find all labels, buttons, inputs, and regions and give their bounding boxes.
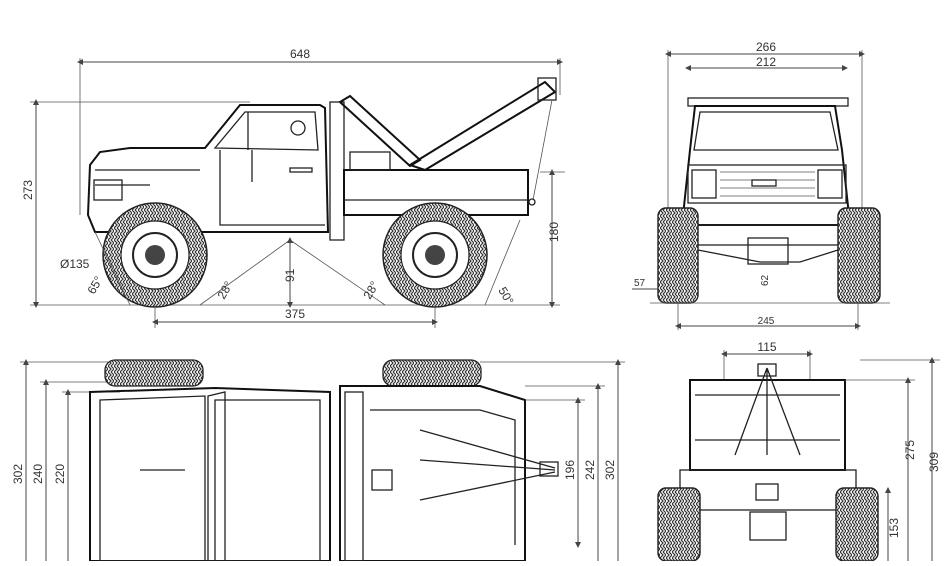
tow-cable — [532, 99, 553, 201]
top-flatbed — [339, 385, 526, 562]
approach-angle-label: 65° — [84, 274, 105, 297]
body-width-label: 212 — [756, 55, 776, 69]
rear-hitch — [755, 483, 779, 501]
diff-clearance-label: 62 — [760, 274, 771, 286]
top-front-tire — [104, 359, 204, 387]
side-view: 648 273 180 — [21, 47, 565, 328]
top-width-outer-label: 240 — [31, 464, 45, 484]
top-cab-roof — [214, 399, 321, 562]
departure-line — [484, 219, 521, 306]
breakover-line-rear — [289, 239, 386, 306]
bed-width-label: 242 — [583, 460, 597, 480]
axle-clearance-label: 57 — [634, 278, 646, 289]
boom-support — [338, 94, 422, 168]
bed-box — [349, 151, 391, 171]
breakover-line-front — [199, 239, 291, 306]
front-top-rack — [687, 97, 849, 107]
height-label: 273 — [21, 180, 35, 200]
top-width-inner-label: 220 — [53, 464, 67, 484]
windshield — [693, 111, 839, 151]
grille-frame — [687, 164, 847, 204]
overall-length-label: 648 — [290, 47, 310, 61]
front-differential — [747, 237, 789, 265]
bed-overall-label: 302 — [603, 460, 617, 480]
driver-helmet — [290, 120, 306, 136]
cab-body — [86, 104, 330, 233]
rear-view: 115 275 309 153 — [657, 340, 941, 562]
top-tow-boom — [419, 429, 556, 501]
track-width-label: 245 — [758, 316, 775, 327]
front-left-tire — [657, 207, 699, 304]
front-view: 266 212 57 62 245 — [632, 40, 890, 330]
top-hood — [99, 395, 206, 562]
boom-width-label: 115 — [757, 340, 776, 354]
bed-inner-label: 196 — [563, 460, 577, 480]
departure-angle-label: 50° — [495, 285, 516, 308]
tow-hook — [528, 198, 536, 206]
rear-boom-legs — [734, 367, 801, 456]
rear-height-frame-label: 275 — [903, 440, 917, 460]
headlight — [93, 179, 123, 201]
top-windshield — [207, 391, 226, 562]
tow-boom — [407, 80, 557, 172]
top-view: 302 240 220 196 242 302 — [11, 359, 625, 562]
top-overall-width-label: 302 — [11, 464, 25, 484]
breakover-front-label: 28° — [214, 279, 235, 302]
top-tow-hook — [539, 461, 559, 477]
top-rear-tire — [382, 359, 482, 387]
front-wheel — [102, 202, 208, 308]
rear-right-tire — [835, 487, 879, 562]
left-headlight — [691, 169, 717, 199]
front-right-tire — [837, 207, 881, 304]
cab-window — [213, 111, 319, 151]
rear-bumper — [679, 469, 857, 511]
boom-height-label: 180 — [547, 222, 561, 242]
breakover-rear-label: 28° — [360, 279, 381, 302]
rear-height-overall-label: 309 — [927, 452, 941, 472]
ground-clearance-label: 91 — [283, 268, 297, 282]
rear-left-tire — [657, 487, 701, 562]
hitch-height-label: 153 — [887, 518, 901, 538]
wheelbase-label: 375 — [285, 307, 305, 321]
exhaust-stack — [329, 101, 345, 241]
approach-line — [94, 231, 131, 306]
rear-differential — [749, 511, 787, 541]
top-hood-cab — [89, 386, 331, 562]
tire-diameter-label: Ø135 — [60, 257, 90, 271]
right-headlight — [817, 169, 843, 199]
rear-wheel — [382, 202, 488, 308]
overall-width-label: 266 — [756, 40, 776, 54]
